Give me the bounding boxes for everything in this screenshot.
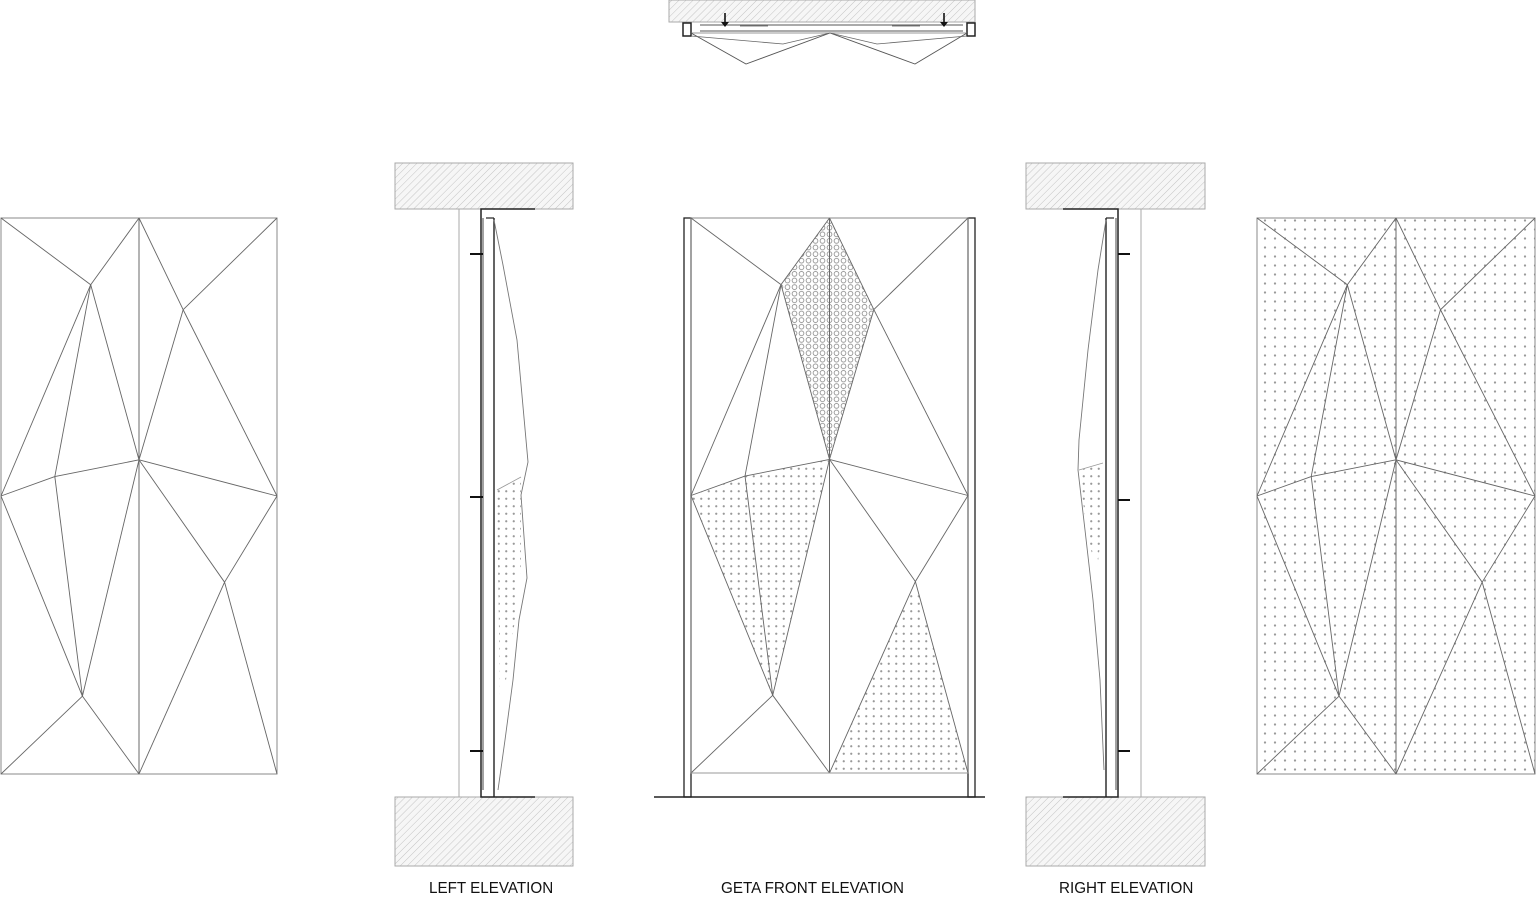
plan-view (668, 0, 976, 65)
left-elevation-label: LEFT ELEVATION (429, 880, 554, 897)
geta-front-elevation-label: GETA FRONT ELEVATION (721, 880, 904, 897)
right-elevation-label: RIGHT ELEVATION (1059, 880, 1194, 897)
panel-fold-lines (0, 217, 278, 775)
perforated-panel (1256, 217, 1536, 775)
left-elevation (394, 162, 574, 867)
right-elevation (1025, 162, 1206, 867)
front-elevation (654, 217, 985, 798)
